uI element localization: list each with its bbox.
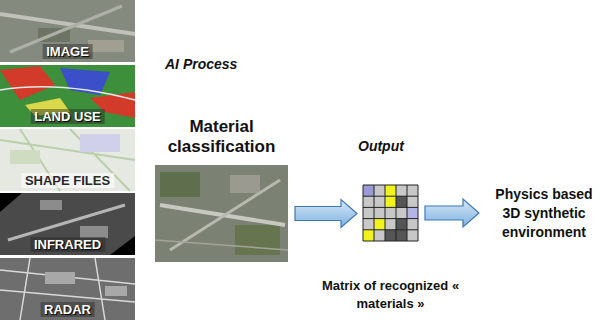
runway	[170, 180, 280, 250]
radar-returns	[0, 258, 135, 320]
building	[45, 272, 75, 284]
material-matrix: Matrix of recognized « materials »	[363, 185, 418, 241]
source-tile: RADAR	[0, 258, 135, 320]
stage-label: AI Process	[165, 56, 237, 73]
node-heading: Matrix of recognized « materials »	[310, 277, 471, 313]
apron-patch	[88, 40, 124, 52]
runway	[0, 14, 135, 34]
source-tile: INFRARED	[0, 193, 135, 255]
road-line	[0, 87, 135, 100]
matrix-cell	[407, 207, 418, 218]
runway	[8, 205, 125, 240]
matrix-cell	[374, 219, 385, 230]
flow-arrow	[295, 200, 357, 228]
land-use-map	[0, 65, 135, 127]
matrix-cell	[363, 185, 374, 196]
infrared-image	[0, 193, 135, 255]
tile-label: LAND USE	[30, 109, 104, 124]
matrix-cell	[396, 230, 407, 241]
stage-label: Output	[358, 138, 404, 155]
image-corner	[110, 236, 135, 255]
radar-image	[0, 258, 135, 320]
matrix-cell	[385, 185, 396, 196]
matrix-cell	[363, 230, 374, 241]
source-tile: LAND USE	[0, 65, 135, 127]
aerial-photo	[0, 0, 135, 62]
building	[105, 286, 127, 296]
classification-image: Material classification	[155, 165, 288, 262]
matrix-cell	[396, 196, 407, 207]
flow-arrow	[425, 199, 479, 227]
source-tile: SHAPE FILES	[0, 129, 135, 191]
building	[40, 200, 62, 210]
tile-label: SHAPE FILES	[21, 173, 114, 188]
aerial-photo	[155, 165, 288, 262]
tile-label: RADAR	[40, 302, 95, 317]
field-patch	[160, 172, 200, 197]
vector-polygon	[10, 150, 40, 164]
land-zone	[60, 68, 110, 95]
matrix-cell	[396, 219, 407, 230]
vector-polygon	[80, 134, 120, 152]
land-zone	[0, 66, 55, 100]
field-patch	[235, 225, 280, 255]
matrix-cell	[385, 196, 396, 207]
matrix-lines	[363, 185, 418, 241]
matrix-grid	[363, 185, 418, 241]
result-text: Physics based 3D synthetic environment	[485, 185, 603, 242]
source-tile: IMAGE	[0, 0, 135, 62]
image-corner	[0, 193, 22, 212]
taxiway	[155, 240, 288, 250]
vector-lines	[0, 129, 135, 191]
tile-label: INFRARED	[30, 237, 105, 252]
result-label: Physics based 3D synthetic environment	[485, 185, 603, 242]
node-heading: Material classification	[145, 117, 298, 157]
shape-file-map	[0, 129, 135, 191]
apron-patch	[230, 175, 260, 193]
matrix-cell	[385, 230, 396, 241]
tile-label: IMAGE	[42, 44, 93, 59]
